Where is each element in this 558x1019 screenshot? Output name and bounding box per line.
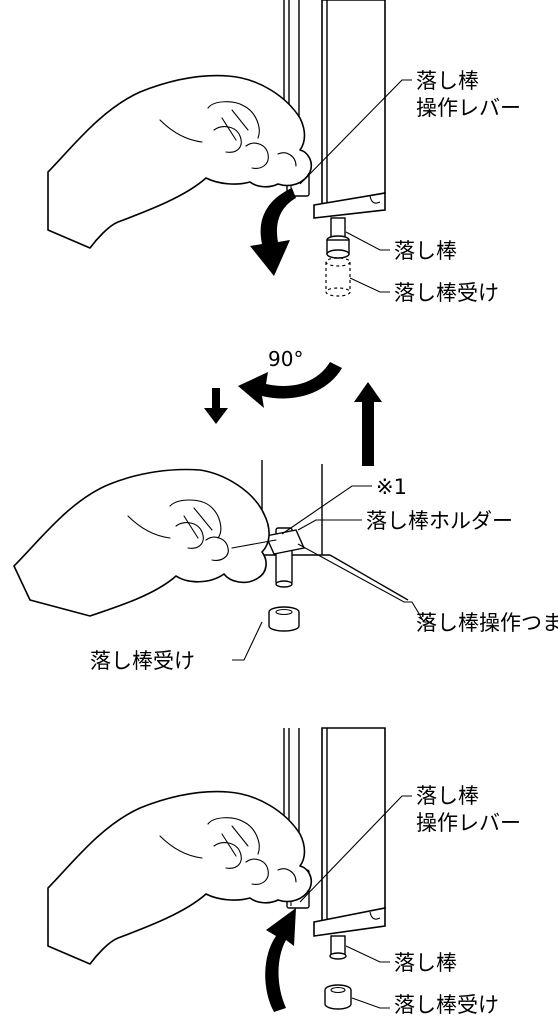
note-label: ※1 [376, 475, 407, 499]
step3-receiver-label: 落し棒受け [394, 993, 499, 1017]
curved-arrow-up-icon [265, 908, 296, 1012]
leader-line-lever-step3 [299, 795, 412, 903]
step3-rod-label: 落し棒 [394, 951, 457, 975]
leader-line-rod-step3 [345, 945, 390, 963]
rotation-arrow-icon [238, 362, 342, 408]
hand-step1 [47, 74, 313, 249]
leader-line-receiver [349, 277, 390, 293]
drop-rod [326, 217, 350, 259]
step1-lever-label-line2: 操作レバー [416, 96, 521, 120]
leader-line-note [281, 485, 372, 535]
leader-line-receiver-step3 [351, 997, 390, 1009]
step3-lever-label-line2: 操作レバー [416, 811, 521, 835]
large-up-arrow-icon [354, 382, 382, 466]
drop-rod-receiver-step2 [268, 606, 300, 632]
step1-rod-label: 落し棒 [394, 239, 457, 263]
step1-illustration [47, 0, 412, 297]
drop-rod-step3 [329, 935, 347, 960]
leader-line-receiver2 [232, 621, 263, 661]
knob-label: 落し棒操作つまみ [416, 611, 558, 635]
leader-line-holder [297, 519, 362, 531]
leader-line-rod [345, 231, 390, 251]
step1-lever-label-line1: 落し棒 [416, 69, 479, 93]
drop-rod-step2 [265, 527, 305, 588]
step3-illustration [47, 727, 412, 1012]
holder-label: 落し棒ホルダー [366, 509, 513, 533]
curved-arrow-down-icon [250, 188, 296, 276]
rotation-label: 90° [268, 347, 303, 371]
hand-step2 [13, 468, 277, 617]
door-panel-right-step3 [313, 727, 386, 937]
step2-illustration [13, 362, 432, 661]
step1-receiver-label: 落し棒受け [394, 281, 499, 305]
small-down-arrow-icon [204, 388, 228, 424]
leader-line-lever [299, 79, 412, 185]
drop-rod-receiver-dashed [325, 257, 351, 297]
step3-lever-label-line1: 落し棒 [416, 784, 479, 808]
leader-line-knob [297, 543, 432, 623]
hand-step3 [47, 790, 313, 965]
step2-receiver-label: 落し棒受け [90, 649, 195, 673]
door-panel-right [313, 0, 386, 219]
drop-rod-receiver-step3 [324, 984, 352, 1010]
